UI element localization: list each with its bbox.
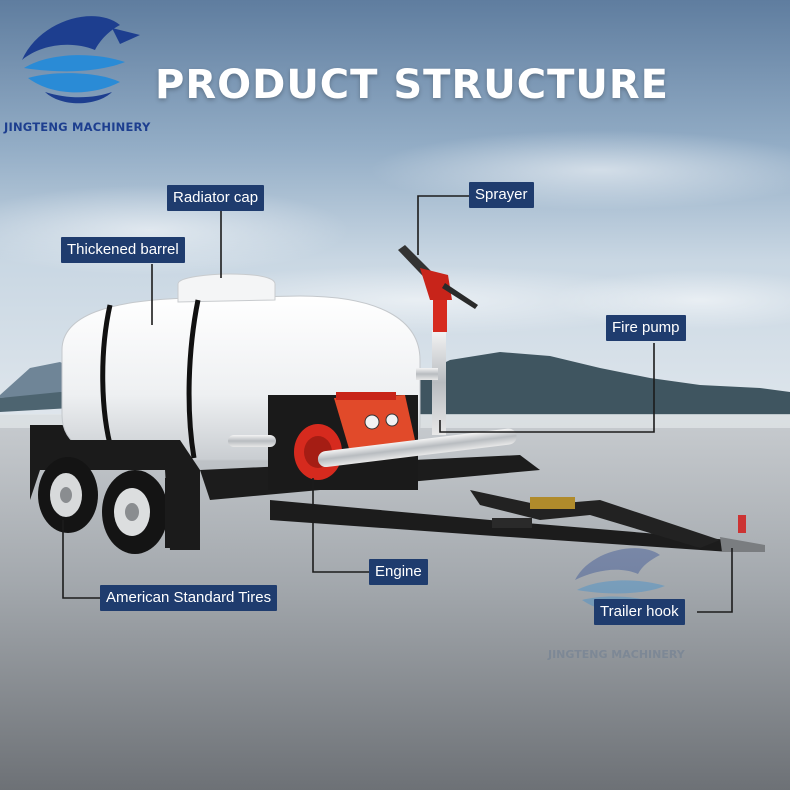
label-fire-pump: Fire pump [606,315,686,341]
label-thickened-barrel: Thickened barrel [61,237,185,263]
label-sprayer: Sprayer [469,182,534,208]
brand-name: JINGTENG MACHINERY [4,120,151,134]
cloud [550,270,790,330]
outlet-pipe [317,428,517,468]
riser-pipe [432,330,446,435]
label-american-tires: American Standard Tires [100,585,278,611]
watermark-text: JINGTENG MACHINERY [548,648,685,661]
sprayer-nozzle [398,245,478,332]
label-radiator-cap: Radiator cap [167,185,265,211]
label-trailer-hook: Trailer hook [594,599,685,625]
label-engine: Engine [369,559,428,585]
inlet-pipe [228,435,276,447]
brand-logo-icon [22,16,140,104]
riser-pipe [416,368,438,380]
page-title: PRODUCT STRUCTURE [155,62,669,108]
wheels [30,440,200,554]
